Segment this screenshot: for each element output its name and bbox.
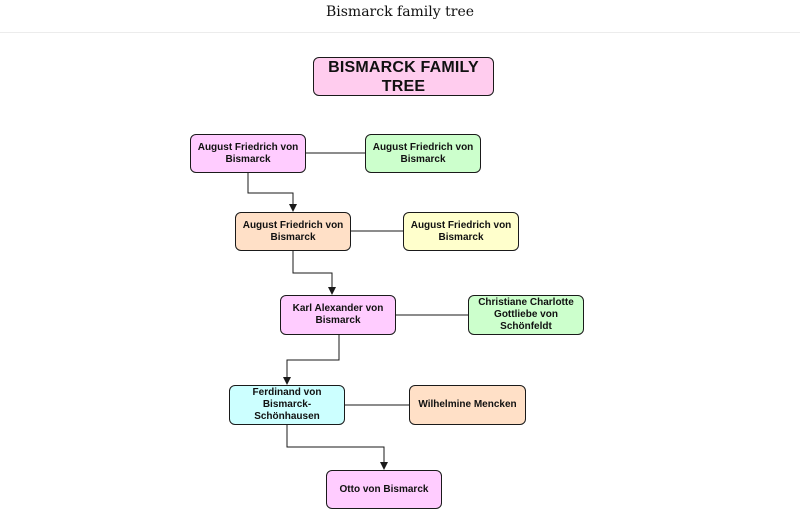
spouse-name: Wilhelmine Mencken: [418, 399, 517, 410]
person-node-gen4: Ferdinand von Bismarck-Schönhausen: [229, 385, 345, 425]
person-node-gen2: August Friedrich von Bismarck: [235, 212, 351, 251]
spouse-node-gen2: August Friedrich von Bismarck: [403, 212, 519, 251]
descent-arrow-1: [247, 172, 297, 212]
spouse-name: August Friedrich von Bismarck: [410, 219, 512, 243]
person-name: August Friedrich von Bismarck: [242, 219, 344, 243]
descent-arrow-3: [283, 334, 340, 385]
diagram-title: BISMARCK FAMILY TREE: [313, 57, 494, 96]
spouse-name: August Friedrich von Bismarck: [372, 141, 474, 165]
spouse-node-gen1: August Friedrich von Bismarck: [365, 134, 481, 173]
person-name: Karl Alexander von Bismarck: [292, 303, 384, 326]
person-name: August Friedrich von Bismarck: [197, 141, 299, 165]
diagram-title-text: BISMARCK FAMILY TREE: [328, 58, 479, 95]
descent-arrow-2: [292, 250, 336, 295]
person-name: Ferdinand von Bismarck-Schönhausen: [252, 387, 322, 422]
person-node-gen3: Karl Alexander von Bismarck: [280, 295, 396, 335]
page-header: Bismarck family tree: [0, 0, 800, 33]
spouse-node-gen3: Christiane Charlotte Gottliebe von Schön…: [468, 295, 584, 335]
spouse-name: Christiane Charlotte Gottliebe von Schön…: [478, 297, 574, 332]
spouse-node-gen4: Wilhelmine Mencken: [409, 385, 526, 425]
descendant-node: Otto von Bismarck: [326, 470, 442, 509]
descendant-name: Otto von Bismarck: [339, 483, 429, 495]
person-node-gen1: August Friedrich von Bismarck: [190, 134, 306, 173]
descent-arrow-4: [286, 424, 388, 470]
page-title: Bismarck family tree: [325, 4, 475, 20]
